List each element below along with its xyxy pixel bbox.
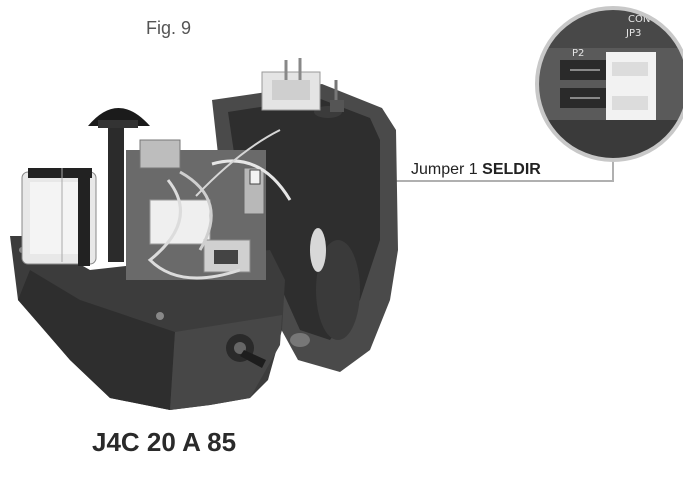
terminal-block (261, 58, 344, 112)
inset-text-con: CON (628, 14, 650, 25)
callout-prefix: Jumper 1 (411, 161, 478, 178)
callout-name: SELDIR (482, 161, 541, 178)
base-housing (10, 236, 285, 410)
detail-inset: CON JP3 P2 (535, 6, 683, 162)
antenna (88, 108, 150, 262)
model-name: J4C 20 A 85 (92, 427, 237, 457)
battery-pack (21, 168, 97, 266)
inset-text-p2: P2 (572, 48, 584, 59)
jumper-1-seldir (249, 169, 261, 185)
figure-number: Fig. 9 (146, 18, 192, 38)
control-board (126, 129, 292, 280)
inset-text-jp3: JP3 (625, 28, 641, 39)
callout-label: Jumper 1 SELDIR (411, 161, 541, 179)
